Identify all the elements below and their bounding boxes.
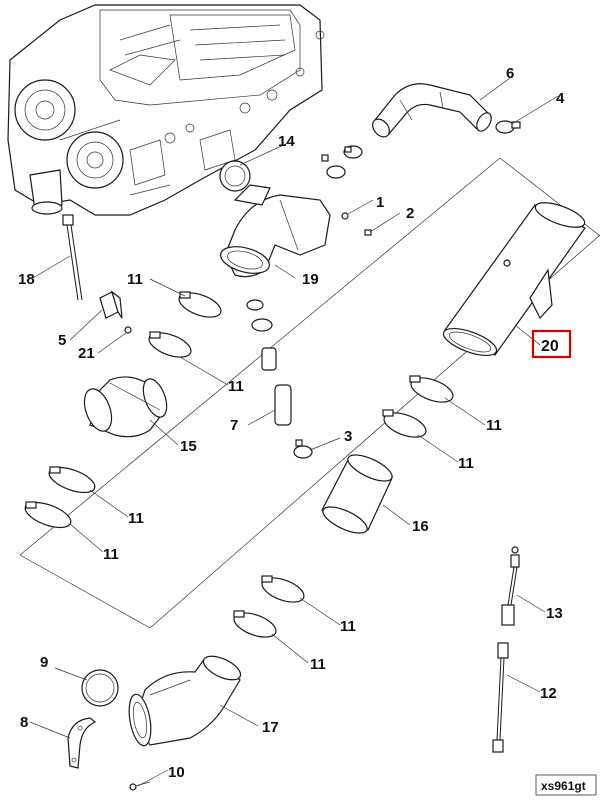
clamp-11-f — [382, 409, 427, 438]
elbow-19 — [220, 184, 331, 278]
bracket-5 — [99, 290, 123, 319]
drawing-code: xs961gt — [535, 774, 597, 796]
sensor-12 — [492, 642, 509, 753]
callout-11-g: 11 — [340, 618, 356, 635]
o-ring-9 — [81, 669, 119, 707]
clamp-11-e — [409, 375, 454, 403]
callout-16: 16 — [412, 518, 429, 535]
callout-13: 13 — [546, 605, 563, 622]
callout-6: 6 — [506, 65, 514, 82]
engine-block — [7, 4, 325, 216]
clamp-11-b — [148, 331, 192, 358]
clamp-4 — [495, 120, 521, 134]
callout-11-e: 11 — [486, 417, 502, 434]
pipe-20 — [442, 202, 586, 357]
clamp-11-d — [24, 501, 72, 529]
bolt-1 — [341, 212, 349, 220]
callout-14: 14 — [278, 133, 295, 150]
pipe-6 — [372, 83, 492, 138]
callout-8: 8 — [20, 714, 28, 731]
callout-1: 1 — [376, 194, 384, 211]
callout-3: 3 — [344, 428, 352, 445]
drawing-code-text: xs961gt — [541, 779, 586, 793]
hose-16 — [321, 454, 393, 534]
clamp-11-g — [261, 575, 305, 603]
callout-21: 21 — [78, 345, 95, 362]
callout-4: 4 — [556, 90, 565, 107]
callout-11-a: 11 — [127, 271, 143, 288]
clamp-3 — [293, 439, 313, 459]
hose-15 — [83, 376, 168, 438]
clamp-11-h — [233, 610, 277, 638]
bolt-21 — [124, 326, 132, 334]
callout-11-h: 11 — [310, 656, 326, 673]
callout-15: 15 — [180, 438, 197, 455]
callout-11-d: 11 — [103, 546, 119, 563]
callout-2: 2 — [406, 205, 414, 222]
bolt-10 — [129, 781, 151, 791]
callout-11-c: 11 — [128, 510, 144, 527]
bolt-2 — [364, 229, 372, 236]
callout-10: 10 — [168, 764, 185, 781]
callout-7: 7 — [230, 417, 238, 434]
callout-19: 19 — [302, 271, 319, 288]
gasket-14 — [219, 160, 251, 192]
leader-lines — [29, 77, 559, 787]
clamp-11-a — [178, 291, 222, 318]
callout-20-highlight[interactable]: 20 — [531, 329, 572, 359]
elbow-17 — [128, 655, 242, 747]
flange-8 — [67, 717, 97, 769]
callout-9: 9 — [40, 654, 48, 671]
callout-12: 12 — [540, 685, 557, 702]
callout-17: 17 — [262, 719, 279, 736]
callout-18: 18 — [18, 271, 35, 288]
callout-20: 20 — [541, 338, 559, 355]
rod-18 — [62, 214, 83, 301]
callout-labels: 6 4 14 1 2 18 19 11 5 21 11 7 3 15 11 11… — [18, 65, 565, 781]
callout-5: 5 — [58, 332, 66, 349]
clamp-11-c — [48, 466, 96, 494]
sensor-13 — [501, 546, 520, 626]
callout-11-f: 11 — [458, 455, 474, 472]
callout-11-b: 11 — [228, 378, 244, 395]
small-clamps — [321, 145, 363, 179]
hose-7 — [246, 299, 292, 426]
